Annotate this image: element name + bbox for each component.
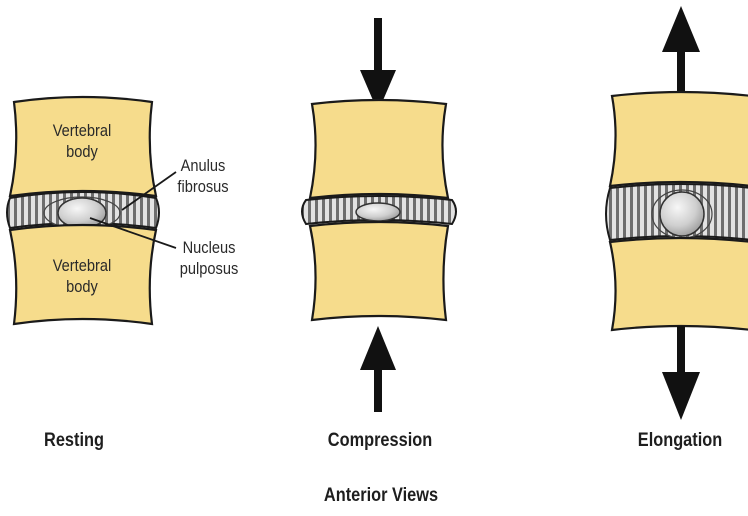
compression-vertebra-top — [310, 100, 448, 198]
caption-anterior-views: Anterior Views — [317, 485, 446, 507]
elongation-arrow-down — [662, 326, 700, 420]
compression-vertebra-bottom — [310, 222, 448, 320]
label-vertebral-body-top: Vertebral body — [41, 120, 124, 162]
elongation-nucleus — [660, 192, 704, 236]
caption-compression: Compression — [323, 430, 437, 452]
label-anulus-fibrosus: Anulus fibrosus — [168, 155, 239, 197]
elongation-vertebra-bottom — [610, 238, 748, 330]
caption-elongation: Elongation — [627, 430, 734, 452]
compression-arrow-up — [360, 326, 396, 412]
caption-resting: Resting — [31, 430, 117, 452]
nucleus-pulposus — [58, 198, 106, 228]
elongation-vertebra-top — [610, 92, 748, 186]
label-nucleus-pulposus: Nucleus pulposus — [169, 237, 250, 279]
compression-figure — [302, 18, 456, 412]
compression-nucleus — [356, 203, 400, 221]
compression-arrow-down — [360, 18, 396, 112]
elongation-figure — [606, 6, 748, 420]
label-vertebral-body-bottom: Vertebral body — [41, 255, 124, 297]
elongation-arrow-up — [662, 6, 700, 100]
